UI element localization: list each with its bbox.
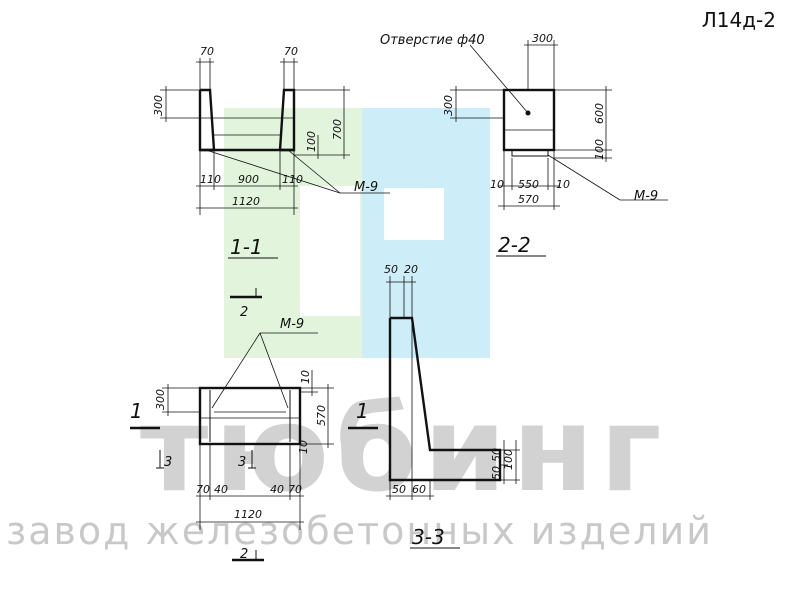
mark-label-2-2: M-9	[634, 189, 658, 204]
cut-label-2-bottom: 2	[240, 547, 248, 562]
dim-plan-bottom-right-inner: 40	[270, 483, 284, 496]
dim-3-3-top-right: 20	[404, 263, 418, 276]
mark-label-1-1: M-9	[354, 180, 378, 195]
dim-plan-right-top: 10	[299, 370, 312, 384]
dim-2-2-bottom-left: 10	[490, 178, 504, 191]
mark-label-plan: M-9	[280, 317, 304, 332]
dim-1-1-top-left: 70	[200, 45, 214, 58]
watermark-brand: тюбинг	[140, 380, 667, 518]
section-1-1	[160, 58, 390, 299]
dim-3-3-right-upper: 50	[490, 448, 503, 462]
dim-1-1-left-height: 300	[152, 95, 165, 116]
dim-1-1-total-width: 1120	[232, 195, 260, 208]
dim-plan-right: 570	[315, 405, 328, 426]
dim-2-2-total: 570	[518, 193, 539, 206]
plan-view	[130, 332, 378, 562]
dim-3-3-right-total: 100	[502, 449, 515, 470]
cut-label-1-right: 1	[356, 399, 369, 423]
sheet-code: Л14д-2	[701, 8, 776, 32]
dim-plan-bottom-left: 70	[196, 483, 210, 496]
dim-plan-right-bottom: 10	[297, 440, 310, 454]
watermark-subtitle: завод железобетонных изделий	[6, 509, 713, 553]
dim-1-1-slab-thickness: 100	[305, 131, 318, 152]
dim-2-2-left: 300	[442, 95, 455, 116]
dim-plan-total: 1120	[234, 508, 262, 521]
dim-2-2-bottom-middle: 550	[518, 178, 539, 191]
section-title-3-3: 3-3	[412, 525, 445, 549]
dim-2-2-bottom-right: 10	[556, 178, 570, 191]
cut-label-1-left: 1	[130, 399, 143, 423]
dim-1-1-top-right: 70	[284, 45, 298, 58]
section-2-2	[450, 40, 668, 257]
dim-plan-bottom-right: 70	[288, 483, 302, 496]
cut-ref-2-top: 2	[240, 305, 248, 320]
section-title-1-1: 1-1	[230, 235, 263, 259]
dim-1-1-bottom-left: 110	[200, 173, 221, 186]
section-3-3	[386, 276, 520, 549]
dim-2-2-top: 300	[532, 32, 553, 45]
dim-3-3-right-lower: 50	[490, 466, 503, 480]
cut-label-3-mid: 3	[238, 455, 246, 470]
dim-2-2-right-foot: 100	[593, 139, 606, 160]
dim-2-2-right-height: 600	[593, 103, 606, 124]
dim-1-1-bottom-middle: 900	[238, 173, 259, 186]
dim-3-3-bottom-right: 60	[412, 483, 426, 496]
hole-label: Отверстие ф40	[380, 33, 485, 48]
dim-3-3-bottom-left: 50	[392, 483, 406, 496]
dim-plan-left: 300	[154, 389, 167, 410]
dim-1-1-bottom-right: 110	[282, 173, 303, 186]
dim-plan-bottom-left-inner: 40	[214, 483, 228, 496]
section-title-2-2: 2-2	[498, 233, 531, 257]
cut-label-3-left: 3	[164, 455, 172, 470]
dim-3-3-top-left: 50	[384, 263, 398, 276]
watermark-logo	[224, 108, 490, 358]
dim-1-1-right-height: 700	[331, 119, 344, 140]
